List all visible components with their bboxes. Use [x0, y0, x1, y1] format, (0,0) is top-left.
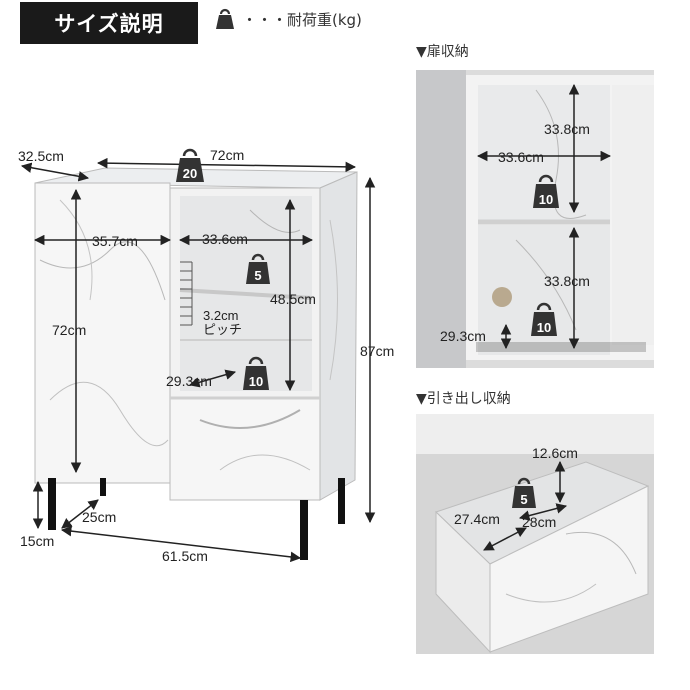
lower-height-label: 33.8cm — [544, 273, 590, 289]
total-height-label: 87cm — [360, 343, 394, 359]
door-width-label: 35.7cm — [92, 233, 138, 249]
svg-text:20: 20 — [183, 166, 197, 181]
pitch-ticks — [180, 261, 193, 326]
shelf-width-label: 33.6cm — [202, 231, 248, 247]
svg-text:10: 10 — [537, 320, 551, 335]
drawer-storage-photo: 5 12.6cm 27.4cm 28cm — [416, 414, 654, 654]
weight-icon: 5 — [512, 477, 536, 508]
leg-depth-arrow — [61, 499, 99, 529]
weight-icon — [216, 8, 234, 29]
drawer-width-label: 28cm — [522, 514, 556, 530]
inner-width-label: 33.6cm — [498, 149, 544, 165]
leg-depth-label: 25cm — [82, 509, 116, 525]
drawer-width-arrow — [518, 503, 568, 521]
svg-text:10: 10 — [249, 374, 263, 389]
depth-label: 29.3cm — [440, 328, 486, 344]
page-title: サイズ説明 — [20, 2, 198, 44]
cabinet-legs — [48, 478, 345, 560]
weight-icon: 5 — [246, 253, 270, 284]
drawer-storage-label: ▼引き出し収納 — [416, 391, 511, 407]
drawer-depth-arrow — [483, 527, 527, 551]
cabinet-diagram: 20 5 10 32.5cm 72cm 35.7cm 72cm 33.6cm 4… — [18, 147, 394, 564]
leg-width-label: 61.5cm — [162, 548, 208, 564]
weight-icon: 10 — [531, 302, 557, 336]
weight-icon: 10 — [533, 174, 559, 208]
depth-label: 32.5cm — [18, 148, 64, 164]
door-storage-photo: 10 10 33.8cm 33.6cm 33.8cm 29.3cm — [416, 70, 654, 368]
drawer-height-label: 12.6cm — [532, 445, 578, 461]
pitch-text: ピッチ — [203, 322, 242, 337]
weight-icon: 10 — [243, 356, 269, 390]
door-storage-label: ▼扉収納 — [416, 44, 469, 60]
svg-text:10: 10 — [539, 192, 553, 207]
leg-height-label: 15cm — [20, 533, 54, 549]
bottom-depth-label: 29.3cm — [166, 373, 212, 389]
width-arrow — [96, 157, 357, 173]
weight-icon: 20 — [176, 148, 204, 182]
width-label: 72cm — [210, 147, 244, 163]
leg-width-arrow — [60, 525, 302, 563]
door-height-label: 72cm — [52, 322, 86, 338]
upper-height-label: 33.8cm — [544, 121, 590, 137]
svg-text:5: 5 — [520, 492, 527, 507]
svg-text:5: 5 — [254, 268, 261, 283]
inner-height-label: 48.5cm — [270, 291, 316, 307]
load-legend: ・・・耐荷重(kg) — [214, 8, 362, 30]
bottom-depth-arrow — [188, 369, 237, 388]
depth-arrow — [20, 162, 90, 182]
drawer-depth-label: 27.4cm — [454, 511, 500, 527]
pitch-label: 3.2cm — [203, 308, 238, 323]
legend-text: ・・・耐荷重(kg) — [242, 10, 362, 29]
